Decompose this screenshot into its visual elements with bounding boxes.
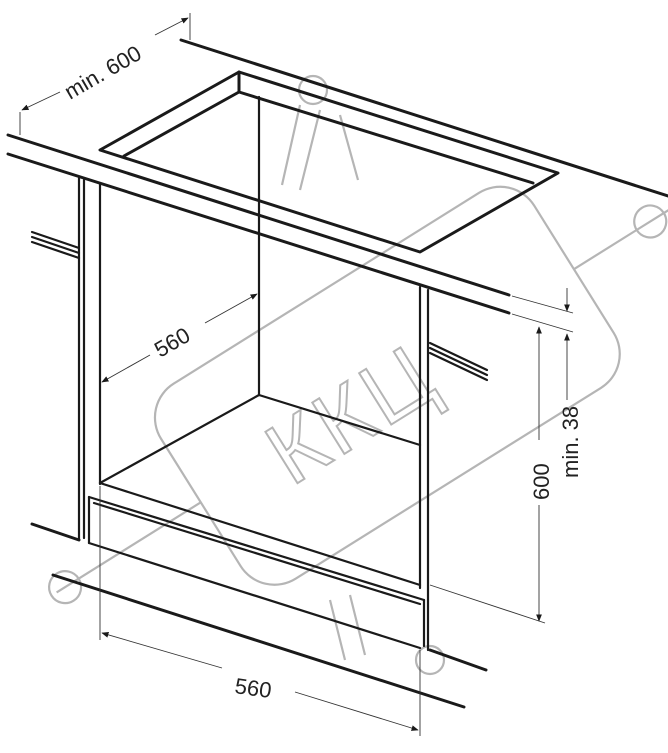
dimension-cabinet-height: 600	[429, 326, 554, 624]
dimension-cabinet-depth: 560	[101, 293, 258, 383]
dimension-cabinet-width: 560	[99, 486, 421, 736]
dimension-countertop-depth: min. 600	[19, 13, 191, 135]
label-min-38: min. 38	[558, 406, 583, 478]
countertop-cutout	[98, 70, 560, 254]
dimension-gap: min. 38	[511, 288, 583, 478]
cabinet	[30, 95, 489, 709]
label-depth-560: 560	[150, 322, 194, 362]
label-width-560: 560	[233, 673, 273, 703]
label-height-600: 600	[529, 463, 554, 500]
label-min-600: min. 600	[60, 40, 146, 104]
watermark-text: ККЦ	[249, 324, 454, 503]
